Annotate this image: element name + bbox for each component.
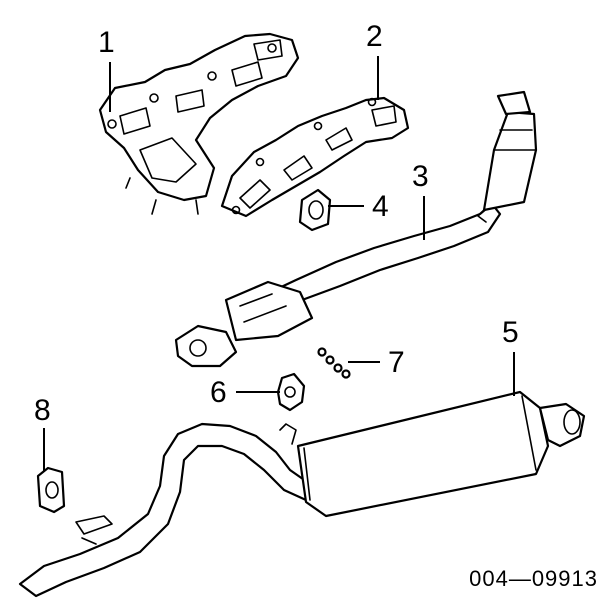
callout-1: 1: [98, 26, 115, 59]
callout-5: 5: [502, 316, 519, 349]
callout-3: 3: [412, 160, 429, 193]
callout-4: 4: [372, 190, 389, 223]
hanger: [276, 372, 306, 412]
manifold-gasket: [220, 96, 410, 218]
callout-8: 8: [34, 394, 51, 427]
tailpipe-clamp: [36, 466, 66, 514]
callout-2: 2: [366, 20, 383, 53]
callout-6: 6: [210, 376, 227, 409]
leader-lines: [43, 56, 515, 472]
bolt-set: [317, 347, 351, 379]
front-pipe-catalytic-converter: [174, 90, 538, 368]
callout-7: 7: [388, 346, 405, 379]
muffler-tailpipe-assembly: [18, 390, 586, 598]
clamp: [298, 188, 332, 232]
catalog-number: 004—09913: [469, 566, 598, 591]
exhaust-manifold: [98, 32, 300, 215]
